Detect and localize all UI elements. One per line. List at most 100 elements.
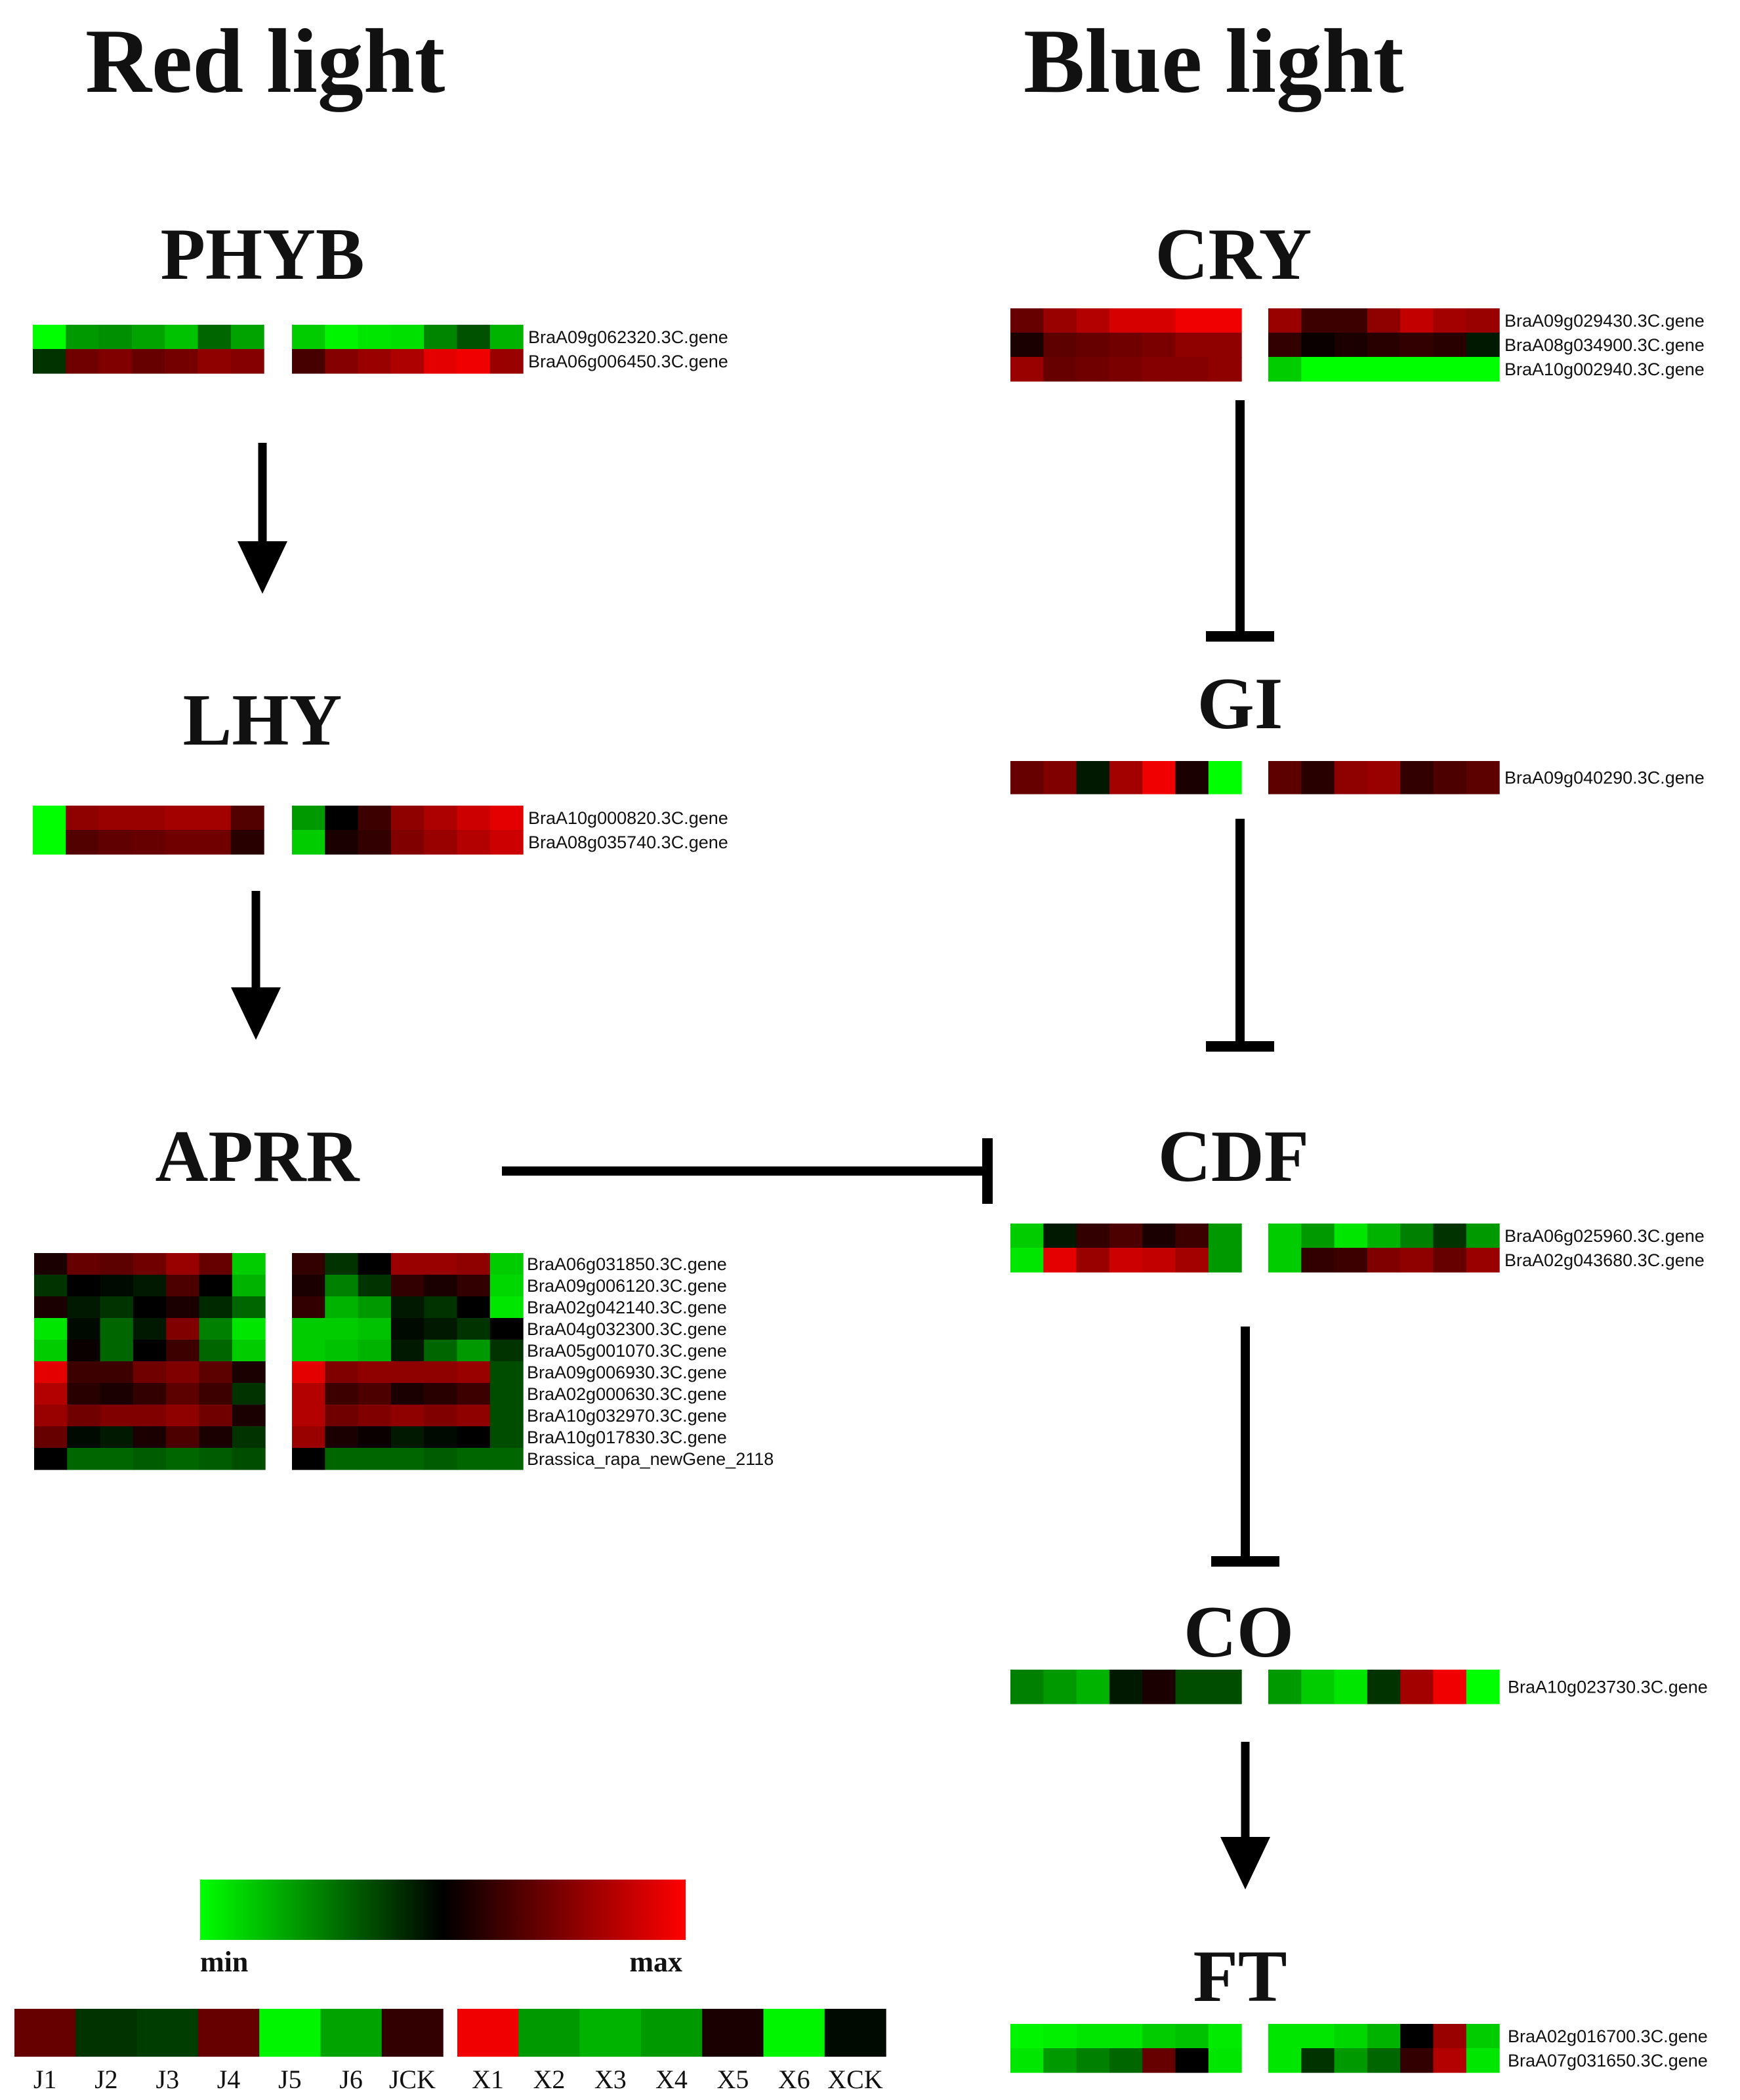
heatmap-cell-gi-x-r1-c5: [1400, 761, 1434, 794]
heatmap-cell-cdf-x-r2-c3: [1334, 1248, 1368, 1273]
heatmap-cell-cdf-x-r1-c4: [1367, 1224, 1401, 1248]
heatmap-cell-cdf-j-r2-c4: [1109, 1248, 1143, 1273]
heatmap-cell-cry-j-r3-c7: [1208, 357, 1242, 382]
heatmap-cell-aprr-j-r9-c2: [67, 1426, 101, 1449]
node-label-lhy: LHY: [183, 680, 342, 761]
heatmap-cell-aprr-j-r1-c2: [67, 1253, 101, 1275]
heatmap-cell-cry-j-r1-c6: [1175, 308, 1209, 333]
heatmap-cell-aprr-j-r8-c1: [34, 1405, 68, 1427]
heatmap-cell-ft-j-r1-c1: [1010, 2024, 1044, 2049]
heatmap-cell-lhy-j-r1-c1: [33, 806, 66, 831]
heatmap-cell-aprr-x-r5-c6: [457, 1340, 491, 1362]
heatmap-cell-lhy-x-r1-c2: [325, 806, 359, 831]
heatmap-cell-phyb-x-r2-c3: [358, 349, 392, 374]
heatmap-cell-phyb-x-r2-c7: [489, 349, 524, 374]
heatmap-cell-cry-j-r2-c2: [1043, 333, 1077, 358]
gene-label: BraA06g031850.3C.gene: [527, 1254, 727, 1274]
heatmap-cell-lhy-x-r1-c1: [292, 806, 325, 831]
heatmap-cell-ft-x-r2-c7: [1466, 2048, 1500, 2073]
heatmap-cell-gi-x-r1-c1: [1268, 761, 1302, 794]
heatmap-cell-ft-x-r1-c4: [1367, 2024, 1401, 2049]
heatmap-cell-phyb-x-r2-c1: [292, 349, 325, 374]
heatmap-cell-aprr-j-r4-c4: [133, 1318, 167, 1340]
gene-label: BraA06g025960.3C.gene: [1504, 1226, 1705, 1246]
heatmap-cell-aprr-j-r7-c3: [100, 1383, 134, 1405]
sample-swatch-x2: [518, 2009, 581, 2057]
heatmap-cell-cdf-j-r2-c1: [1010, 1248, 1044, 1273]
heatmap-cell-phyb-x-r1-c4: [390, 325, 425, 350]
heatmap-gi: BraA09g040290.3C.gene: [1010, 761, 1705, 794]
sample-swatch-j3: [136, 2009, 199, 2057]
heatmap-cell-aprr-j-r5-c3: [100, 1340, 134, 1362]
sample-swatch-x6: [763, 2009, 825, 2057]
arrow-co-to-ft: [1220, 1742, 1270, 1889]
heatmap-cell-aprr-x-r5-c3: [358, 1340, 392, 1362]
heatmap-cell-cry-x-r2-c3: [1334, 333, 1368, 358]
heatmap-cell-cry-j-r2-c6: [1175, 333, 1209, 358]
sample-swatch-x3: [579, 2009, 642, 2057]
heatmap-cell-cdf-x-r1-c2: [1301, 1224, 1335, 1248]
heatmap-cell-cdf-x-r1-c1: [1268, 1224, 1302, 1248]
heatmap-cell-cdf-x-r2-c2: [1301, 1248, 1335, 1273]
heatmap-cell-cdf-j-r1-c2: [1043, 1224, 1077, 1248]
heatmap-cell-co-j-r1-c1: [1010, 1670, 1044, 1704]
heatmap-cell-aprr-x-r9-c4: [390, 1426, 425, 1449]
heatmap-cell-phyb-x-r2-c6: [457, 349, 491, 374]
gene-label: BraA10g000820.3C.gene: [528, 808, 728, 828]
heatmap-cell-phyb-j-r2-c5: [165, 349, 199, 374]
heatmap-cell-cry-x-r3-c3: [1334, 357, 1368, 382]
heatmap-cell-aprr-j-r6-c3: [100, 1361, 134, 1384]
heatmap-cell-cry-x-r2-c4: [1367, 333, 1401, 358]
node-label-cry: CRY: [1155, 214, 1312, 295]
sample-label-x3: X3: [594, 2065, 627, 2094]
heatmap-cell-lhy-x-r1-c3: [358, 806, 392, 831]
color-scale-min-label: min: [200, 1946, 248, 1978]
heatmap-cell-ft-x-r1-c7: [1466, 2024, 1500, 2049]
gene-label: BraA09g006120.3C.gene: [527, 1276, 727, 1296]
sample-label-x2: X2: [533, 2065, 565, 2094]
title-red-light: Red light: [85, 10, 445, 112]
heatmap-cell-aprr-x-r4-c6: [457, 1318, 491, 1340]
heatmap-cell-ft-j-r2-c3: [1076, 2048, 1110, 2073]
heatmap-cell-lhy-j-r1-c7: [230, 806, 264, 831]
heatmap-cell-cry-j-r2-c1: [1010, 333, 1044, 358]
heatmap-cell-co-j-r1-c5: [1142, 1670, 1176, 1704]
heatmap-cell-ft-j-r2-c6: [1175, 2048, 1209, 2073]
heatmap-cell-cry-j-r1-c5: [1142, 308, 1176, 333]
heatmap-cell-aprr-x-r4-c4: [390, 1318, 425, 1340]
heatmap-cell-cry-x-r3-c1: [1268, 357, 1302, 382]
heatmap-cell-cry-x-r3-c5: [1400, 357, 1434, 382]
inhibit-aprr-to-cdf: [502, 1138, 993, 1204]
heatmap-cell-cdf-j-r2-c6: [1175, 1248, 1209, 1273]
heatmap-cell-cry-x-r2-c2: [1301, 333, 1335, 358]
heatmap-cell-cdf-x-r1-c5: [1400, 1224, 1434, 1248]
heatmap-cell-phyb-j-r1-c7: [230, 325, 264, 350]
heatmap-cell-phyb-j-r2-c7: [230, 349, 264, 374]
heatmap-cell-aprr-x-r5-c1: [292, 1340, 325, 1362]
heatmap-cell-co-x-r1-c3: [1334, 1670, 1368, 1704]
heatmap-cell-ft-x-r2-c2: [1301, 2048, 1335, 2073]
heatmap-cell-aprr-j-r1-c7: [232, 1253, 266, 1275]
heatmap-cell-cdf-x-r1-c3: [1334, 1224, 1368, 1248]
heatmap-cell-cry-x-r1-c3: [1334, 308, 1368, 333]
heatmap-cell-gi-x-r1-c7: [1466, 761, 1500, 794]
heatmap-cell-aprr-x-r2-c1: [292, 1275, 325, 1297]
heatmap-cell-aprr-x-r10-c6: [457, 1448, 491, 1470]
heatmap-cell-aprr-x-r8-c3: [358, 1405, 392, 1427]
heatmap-cell-aprr-x-r1-c1: [292, 1253, 325, 1275]
node-label-cdf: CDF: [1158, 1116, 1309, 1197]
heatmap-cell-aprr-x-r10-c3: [358, 1448, 392, 1470]
sample-swatch-xck: [824, 2009, 886, 2057]
heatmap-cell-lhy-j-r2-c3: [98, 830, 133, 855]
heatmap-cell-aprr-j-r3-c4: [133, 1296, 167, 1319]
heatmap-cell-gi-j-r1-c7: [1208, 761, 1242, 794]
gene-label: BraA02g000630.3C.gene: [527, 1384, 727, 1404]
heatmap-cell-aprr-x-r3-c6: [457, 1296, 491, 1319]
heatmap-cell-aprr-j-r5-c1: [34, 1340, 68, 1362]
heatmap-cell-aprr-j-r10-c5: [166, 1448, 200, 1470]
heatmap-ft: BraA02g016700.3C.geneBraA07g031650.3C.ge…: [1010, 2024, 1708, 2073]
heatmap-cell-aprr-j-r2-c4: [133, 1275, 167, 1297]
heatmap-cdf: BraA06g025960.3C.geneBraA02g043680.3C.ge…: [1010, 1224, 1705, 1273]
heatmap-cell-aprr-j-r2-c7: [232, 1275, 266, 1297]
